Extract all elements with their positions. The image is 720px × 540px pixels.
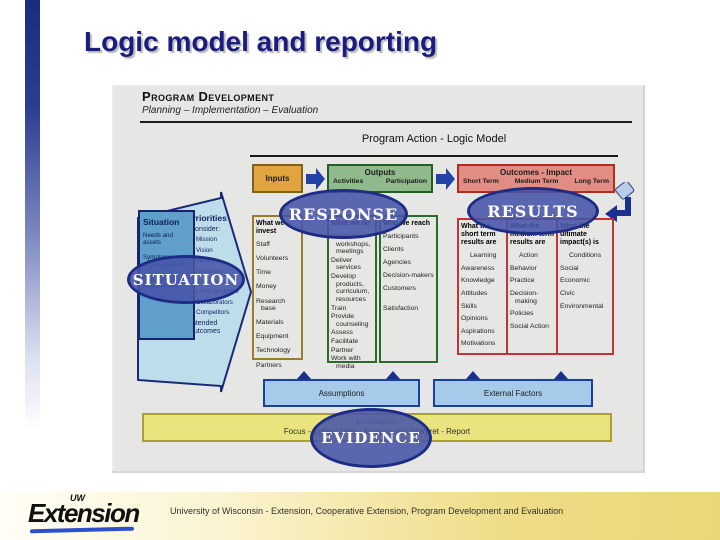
logo-uw-text: UW bbox=[70, 493, 85, 503]
list-item: Environmental bbox=[560, 302, 604, 310]
left-gradient-bar bbox=[25, 0, 40, 430]
program-action-title: Program Action - Logic Model bbox=[361, 133, 507, 145]
logo-extension-text: Extension bbox=[28, 498, 140, 528]
evidence-oval: EVIDENCE bbox=[310, 408, 432, 468]
list-item: Money bbox=[256, 283, 277, 291]
list-item: Assess bbox=[331, 329, 353, 337]
list-item: Conditions bbox=[569, 252, 602, 260]
list-item: Opinions bbox=[461, 315, 488, 323]
column-header: Who we reach bbox=[383, 220, 431, 227]
list-item: Attitudes bbox=[461, 289, 488, 297]
program-development-heading: Program Development bbox=[142, 89, 275, 104]
list-item: Knowledge bbox=[461, 277, 495, 285]
list-item: Action bbox=[519, 252, 538, 260]
list-item: Social bbox=[560, 264, 579, 272]
medium-term-label: Medium Term bbox=[514, 178, 559, 185]
column-header: What the short term results are bbox=[461, 223, 497, 247]
external-factors-box: External Factors bbox=[433, 379, 593, 407]
list-item: Aspirations bbox=[461, 327, 495, 335]
list-item: Materials bbox=[256, 319, 284, 327]
inputs-box: Inputs bbox=[252, 164, 303, 193]
list-item: Volunteers bbox=[256, 255, 289, 263]
response-oval: RESPONSE bbox=[279, 189, 408, 239]
short-term-label: Short Term bbox=[463, 178, 499, 185]
situation-title: Situation bbox=[143, 217, 180, 227]
list-item: Awareness bbox=[461, 264, 495, 272]
assumptions-box: Assumptions bbox=[263, 379, 420, 407]
outputs-label: Outputs bbox=[364, 168, 396, 177]
slide-title: Logic model and reporting bbox=[84, 26, 438, 57]
list-item: Vision bbox=[196, 246, 213, 254]
divider-line bbox=[140, 121, 632, 123]
right-arrow-icon bbox=[306, 168, 325, 190]
list-item: Collaborators bbox=[196, 298, 233, 306]
list-item: Equipment bbox=[256, 333, 289, 341]
footer-bar: Extension UW University of Wisconsin - E… bbox=[0, 490, 720, 540]
list-item: Competitors bbox=[196, 309, 230, 317]
priorities-consider-label: Consider: bbox=[190, 226, 220, 233]
column-short-term-results: What the short term results are Learning… bbox=[457, 218, 508, 355]
uw-extension-logo: Extension UW bbox=[28, 493, 140, 536]
column-ultimate-impact: What the ultimate impact(s) is Condition… bbox=[558, 218, 614, 355]
list-item: Satisfaction bbox=[383, 305, 419, 313]
list-item: Civic bbox=[560, 289, 575, 297]
divider-line bbox=[250, 155, 618, 157]
list-item: Partner bbox=[331, 346, 354, 354]
intended-outcomes-label: Intended outcomes bbox=[190, 320, 221, 336]
list-item: Needs and assets bbox=[143, 232, 173, 247]
list-item: Develop products, curriculum, resources bbox=[331, 273, 370, 303]
list-item: Facilitate bbox=[331, 337, 359, 345]
activities-label: Activities bbox=[333, 178, 364, 185]
list-item: Social Action bbox=[510, 322, 549, 330]
list-item: Economic bbox=[560, 277, 590, 285]
list-item: Train bbox=[331, 304, 347, 312]
list-item: Decision-makers bbox=[383, 272, 434, 280]
priorities-title: Priorities bbox=[190, 213, 227, 223]
list-item: Time bbox=[256, 269, 271, 277]
list-item: Participants bbox=[383, 233, 419, 241]
column-medium-term-results: What the medium term results are ActionB… bbox=[508, 218, 558, 355]
list-item: Practice bbox=[510, 277, 535, 285]
list-item: Decision-making bbox=[510, 289, 539, 305]
list-item: Partners bbox=[256, 361, 282, 369]
long-term-label: Long Term bbox=[574, 178, 609, 185]
list-item: Technology bbox=[256, 347, 291, 355]
list-item: Deliver services bbox=[331, 256, 361, 272]
list-item: Staff bbox=[256, 241, 270, 249]
list-item: Clients bbox=[383, 246, 404, 254]
list-item: Skills bbox=[461, 302, 477, 310]
situation-oval: SITUATION bbox=[127, 255, 245, 304]
list-item: Mission bbox=[196, 236, 217, 244]
list-item: Motivations bbox=[461, 340, 496, 348]
footer-caption: University of Wisconsin - Extension, Coo… bbox=[170, 506, 564, 516]
results-oval: RESULTS bbox=[467, 187, 599, 235]
list-item: Behavior bbox=[510, 264, 537, 272]
outcomes-label: Outcomes - Impact bbox=[499, 168, 572, 177]
column-header: What we invest bbox=[256, 220, 285, 236]
list-item: Agencies bbox=[383, 259, 411, 267]
list-item: Work with media bbox=[331, 355, 361, 370]
list-item: Research base bbox=[256, 297, 286, 313]
program-development-subtitle: Planning – Implementation – Evaluation bbox=[142, 105, 319, 116]
participation-label: Participation bbox=[385, 178, 427, 185]
list-item: Customers bbox=[383, 285, 416, 293]
list-item: Learning bbox=[470, 252, 497, 260]
bent-arrow-icon bbox=[605, 182, 635, 222]
list-item: Policies bbox=[510, 310, 534, 318]
right-arrow-icon bbox=[436, 168, 455, 190]
list-item: Provide counseling bbox=[331, 313, 369, 328]
